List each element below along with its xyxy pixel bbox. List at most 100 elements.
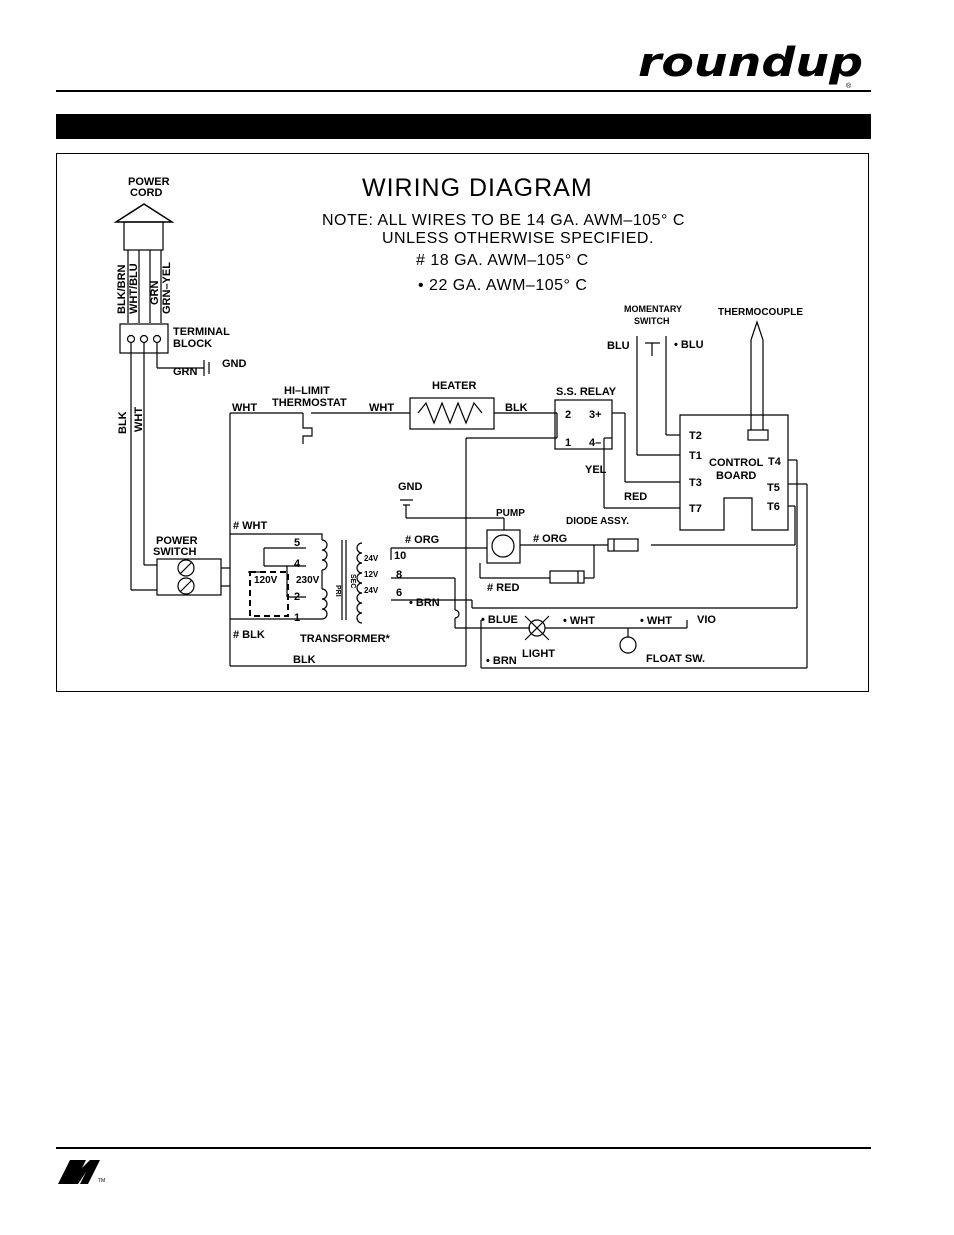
control-board [679,414,789,531]
blk-bottom-label: BLK [293,654,316,666]
diode-assy [607,538,639,552]
v24a-label: 24V [364,554,379,563]
sec-label: SEC [349,574,356,588]
transformer-coil-secondary [356,542,363,624]
header-rule [56,90,871,92]
note-line-1: NOTE: ALL WIRES TO BE 14 GA. AWM–105° C [322,212,685,229]
blu-right-label: • BLU [674,339,704,351]
transformer-label: TRANSFORMER* [300,633,391,645]
brn-trans-label: • BRN [409,597,440,609]
v12-label: 12V [364,570,379,579]
v120-label: 120V [254,575,278,586]
wht-left-label: WHT [232,402,257,414]
wht-vertical-label: WHT [133,407,145,432]
heater [409,397,495,430]
relay-terminal-1: 1 [565,437,571,449]
out-8-label: 8 [396,569,402,581]
power-cord-body [123,221,164,251]
wht-switch-label: # WHT [233,520,268,532]
cord-wire-label-3: GRN [149,281,161,306]
footer-logo: TM [58,1160,105,1184]
control-board-label-2: BOARD [716,470,756,482]
transformer-coil-top [321,539,328,571]
thermocouple-block [747,429,769,441]
out-10-label: 10 [394,550,406,562]
wht-mid-label: WHT [369,402,394,414]
gnd-terminal-label: GND [222,358,247,370]
red-diode [549,570,585,584]
relay-terminal-4: 4– [589,437,601,449]
float-switch [619,636,637,654]
note-22-gauge: • 22 GA. AWM–105° C [418,277,587,294]
vio-label: VIO [697,614,716,626]
tap-2: 2 [294,591,300,603]
cord-wire-label-2: WHT/BLU [128,263,140,314]
ss-relay [554,399,613,450]
note-line-2: UNLESS OTHERWISE SPECIFIED. [382,230,654,247]
thermocouple-label: THERMOCOUPLE [718,307,803,318]
power-switch-label-2: SWITCH [153,546,196,558]
relay-terminal-3: 3+ [589,409,602,421]
cord-wire-label-4: GRN–YEL [161,262,173,314]
gnd-pump-label: GND [398,481,423,493]
terminal-t2: T2 [689,430,702,442]
tap-5: 5 [294,537,300,549]
red-relay-label: RED [624,491,647,503]
float-switch-label: FLOAT SW. [646,653,705,665]
grn-ground-label: GRN [173,366,198,378]
hi-limit-thermostat [302,413,313,444]
relay-terminal-2: 2 [565,409,571,421]
terminal-block-label-2: BLOCK [173,338,212,350]
ss-relay-label: S.S. RELAY [556,386,617,398]
tap-1: 1 [294,612,300,624]
blk-heater-label: BLK [505,402,528,414]
org-right-label: # ORG [533,533,567,545]
blu-left-label: BLU [607,340,630,352]
momentary-label-1: MOMENTARY [624,304,682,314]
yel-label: YEL [585,464,607,476]
terminal-t6: T6 [767,501,780,513]
footer-rule [56,1147,871,1149]
terminal-t1: T1 [689,450,702,462]
red-pump-label: # RED [487,582,519,594]
v24b-label: 24V [364,586,379,595]
roundup-wordmark: roundup [638,40,863,86]
terminal-t3: T3 [689,477,702,489]
pump [486,529,521,564]
diode-label: DIODE ASSY. [566,516,629,527]
power-switch [156,558,222,596]
terminal-t5: T5 [767,482,780,494]
registered-mark: ® [846,82,852,90]
tap-4: 4 [294,558,301,570]
momentary-label-2: SWITCH [634,316,670,326]
light-label: LIGHT [522,648,555,660]
brn-light-label: • BRN [486,655,517,667]
pri-label: PRI [334,585,341,597]
terminal-t4: T4 [768,456,782,468]
power-switch-label-1: POWER [156,535,198,547]
trademark-mark: TM [98,1178,105,1184]
diagram-frame [56,153,869,692]
control-board-label-1: CONTROL [709,457,764,469]
pump-label: PUMP [496,508,525,519]
roundup-logo: roundup ® [638,40,863,90]
blk-vertical-label: BLK [117,411,129,434]
v230-label: 230V [296,575,320,586]
cord-wire-label-1: BLK/BRN [116,264,128,314]
section-band [56,114,871,139]
power-cord-label-2: CORD [130,187,162,199]
out-6-label: 6 [396,587,402,599]
terminal-t7: T7 [689,503,702,515]
power-cord-plug [113,203,175,223]
heater-label: HEATER [432,380,476,392]
hi-limit-label-1: HI–LIMIT [284,385,330,397]
wht-float-label: • WHT [640,615,672,627]
transformer-coil-bottom [321,588,328,620]
diagram-title: WIRING DIAGRAM [362,174,593,202]
org-left-label: # ORG [405,534,439,546]
power-cord-label-1: POWER [128,176,170,188]
wht-light-label: • WHT [563,615,595,627]
blk-switch-label: # BLK [233,629,265,641]
terminal-block-label-1: TERMINAL [173,326,230,338]
